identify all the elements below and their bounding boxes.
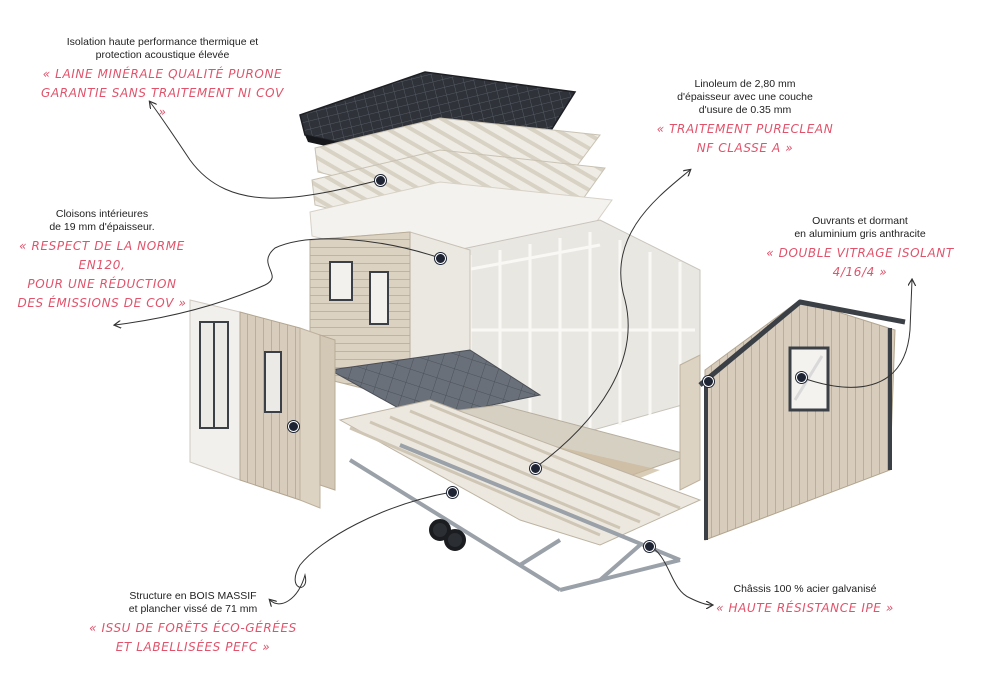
annotation-partitions: Cloisons intérieures de 19 mm d'épaisseu…	[2, 208, 202, 313]
desc-line: d'épaisseur avec une couche	[677, 91, 813, 103]
marker-gable-wall[interactable]	[703, 376, 714, 387]
leader-partitions	[115, 238, 441, 325]
linoleum-description: Linoleum de 2,80 mm d'épaisseur avec une…	[640, 78, 850, 117]
marker-structure[interactable]	[447, 487, 458, 498]
marker-linoleum[interactable]	[530, 463, 541, 474]
desc-line: Ouvrants et dormant	[812, 215, 908, 227]
desc-line: Isolation haute performance thermique et	[66, 36, 259, 48]
annotation-insulation: Isolation haute performance thermique et…	[40, 36, 285, 122]
marker-left-wall[interactable]	[288, 421, 299, 432]
quote-line: garantie sans traitement ni COV »	[41, 86, 284, 119]
desc-line: Linoleum de 2,80 mm	[694, 78, 796, 90]
leader-chassis	[647, 544, 712, 605]
steel-chassis	[348, 443, 681, 592]
structure-quote: « Issu de forêts éco-gérées et labellisé…	[78, 619, 308, 657]
leader-structure	[270, 491, 453, 604]
marker-chassis[interactable]	[644, 541, 655, 552]
leader-lines	[115, 102, 912, 605]
desc-line: Châssis 100 % acier galvanisé	[733, 583, 877, 595]
quote-line: « Issu de forêts éco-gérées	[89, 621, 297, 635]
quote-line: « Laine minérale qualité Purone	[42, 67, 283, 81]
chassis-quote: « Haute résistance IPE »	[705, 599, 905, 618]
quote-line: « Respect de la norme EN120,	[19, 239, 185, 272]
marker-insulation[interactable]	[375, 175, 386, 186]
partitions-quote: « Respect de la norme EN120, pour une ré…	[2, 237, 202, 313]
quote-line: NF classe A »	[696, 141, 794, 155]
leader-linoleum	[534, 170, 690, 469]
quote-line: « Traitement PureClean	[656, 122, 834, 136]
desc-line: Cloisons intérieures	[55, 208, 149, 220]
annotation-windows: Ouvrants et dormant en aluminium gris an…	[745, 215, 975, 282]
quote-line: « Haute résistance IPE »	[716, 601, 894, 615]
desc-line: et plancher vissé de 71 mm	[128, 603, 258, 615]
floor-joists	[338, 399, 702, 546]
annotation-structure: Structure en BOIS MASSIF et plancher vis…	[78, 590, 308, 657]
insulation-quote: « Laine minérale qualité Purone garantie…	[40, 65, 285, 122]
quote-line: pour une réduction	[27, 277, 177, 291]
linoleum-floor	[328, 349, 542, 421]
desc-line: protection acoustique élevée	[95, 49, 230, 61]
quote-line: « Double vitrage isolant 4/16/4 »	[766, 246, 954, 279]
structure-description: Structure en BOIS MASSIF et plancher vis…	[78, 590, 308, 616]
left-wall-panels	[189, 299, 336, 509]
marker-partitions[interactable]	[435, 253, 446, 264]
partitions-description: Cloisons intérieures de 19 mm d'épaisseu…	[2, 208, 202, 234]
right-gable-wall	[679, 299, 906, 541]
annotation-linoleum: Linoleum de 2,80 mm d'épaisseur avec une…	[640, 78, 850, 158]
quote-line: des émissions de COV »	[17, 296, 187, 310]
marker-windows[interactable]	[796, 372, 807, 383]
windows-description: Ouvrants et dormant en aluminium gris an…	[745, 215, 975, 241]
desc-line: en aluminium gris anthracite	[794, 228, 926, 240]
desc-line: Structure en BOIS MASSIF	[129, 590, 257, 602]
desc-line: d'usure de 0.35 mm	[698, 104, 792, 116]
leader-insulation	[150, 102, 381, 199]
annotation-chassis: Châssis 100 % acier galvanisé « Haute ré…	[705, 583, 905, 618]
insulation-description: Isolation haute performance thermique et…	[40, 36, 285, 62]
quote-line: et labellisées PEFC »	[115, 640, 271, 654]
chassis-description: Châssis 100 % acier galvanisé	[705, 583, 905, 596]
linoleum-quote: « Traitement PureClean NF classe A »	[640, 120, 850, 158]
desc-line: de 19 mm d'épaisseur.	[49, 221, 155, 233]
windows-quote: « Double vitrage isolant 4/16/4 »	[745, 244, 975, 282]
leader-windows	[799, 280, 912, 388]
